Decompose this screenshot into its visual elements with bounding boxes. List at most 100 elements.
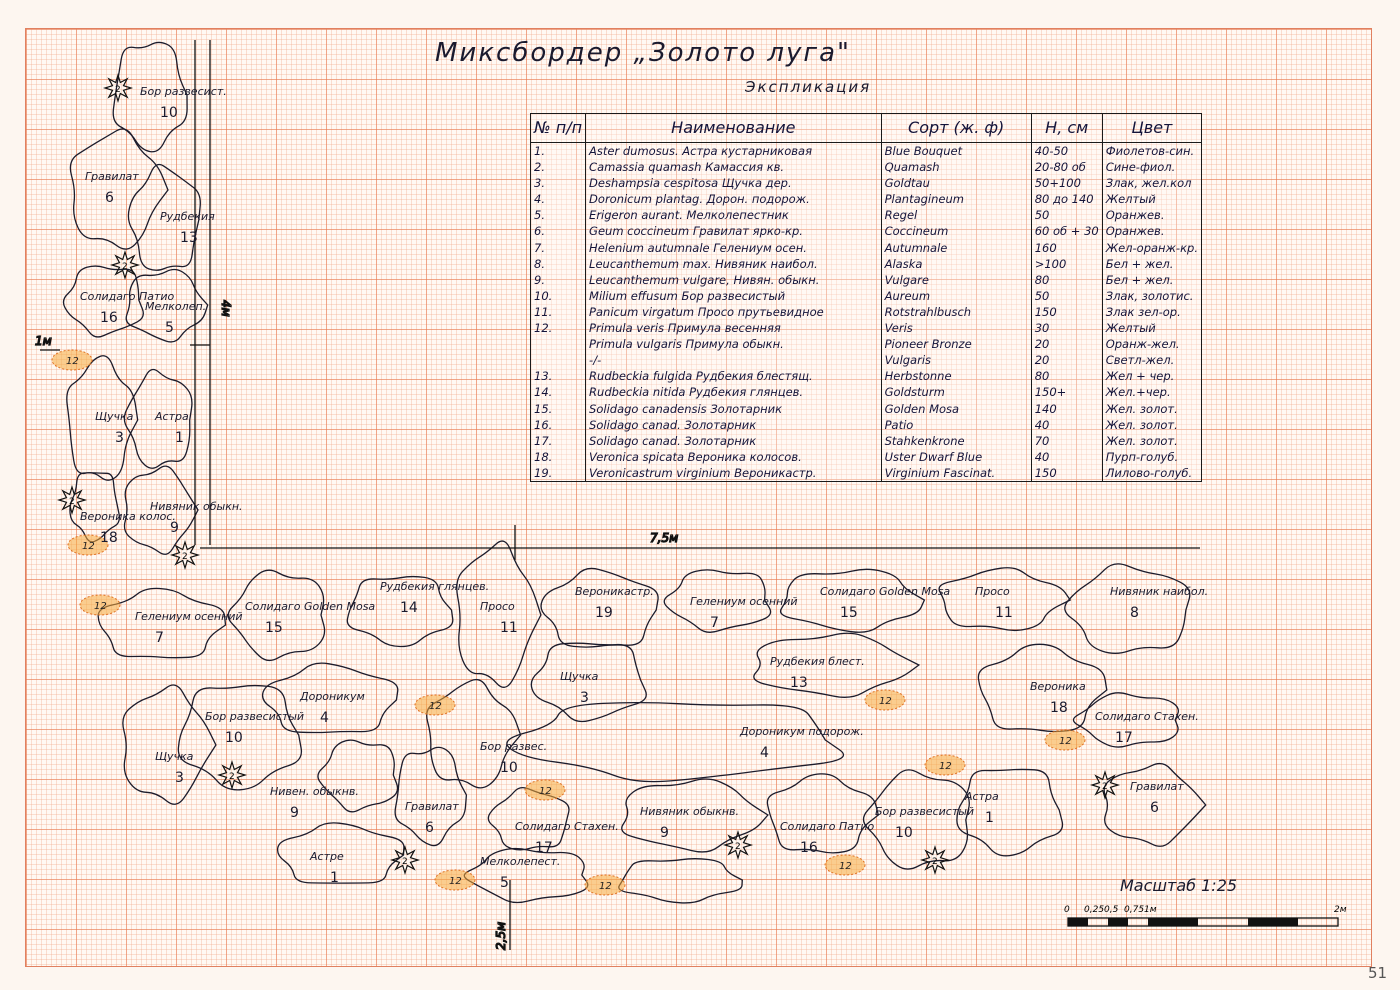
cell-num: 8. <box>529 255 587 272</box>
plant-group-outline <box>956 768 1064 857</box>
page-number: 51 <box>1368 964 1388 982</box>
svg-text:Щучка: Щучка <box>95 410 134 423</box>
plant-group-outline <box>123 465 199 555</box>
cell-height: 160 <box>1030 239 1103 256</box>
svg-text:Щучка: Щучка <box>560 670 599 683</box>
cell-name: Solidago canadensis Золотарник <box>585 400 882 417</box>
plant-label: Солидаго Патио 16 <box>80 290 175 326</box>
cell-num: 9. <box>529 271 587 288</box>
plant-label: Мелколепест.5 <box>480 855 560 891</box>
plant-label: Нивяник обыкн.9 <box>150 500 243 536</box>
header-variety: Сорт (ж. ф) <box>880 113 1032 143</box>
table-row: Primula vulgaris Примула обыкн.Pioneer B… <box>529 336 1203 353</box>
svg-text:Астра: Астра <box>154 410 189 423</box>
svg-text:12: 12 <box>539 786 552 797</box>
svg-text:Солидаго Стахен.: Солидаго Стахен. <box>515 820 619 833</box>
cell-color: Злак, жел.кол <box>1101 175 1203 192</box>
svg-text:Солидаго Патио: Солидаго Патио <box>80 290 175 303</box>
svg-text:17: 17 <box>535 840 553 856</box>
camassia-marker: 2 <box>919 844 951 876</box>
svg-text:Бор развесистый: Бор развесистый <box>875 805 974 818</box>
cell-variety: Regel <box>880 207 1032 224</box>
svg-text:2: 2 <box>735 842 741 852</box>
cell-height: 20 <box>1030 352 1103 369</box>
scale-bar-segment <box>1108 918 1128 926</box>
cell-num: 12. <box>529 320 587 337</box>
cell-variety: Aureum <box>880 287 1032 304</box>
plant-group-outline <box>261 662 399 734</box>
svg-text:5: 5 <box>500 875 509 891</box>
cell-height: 40-50 <box>1030 142 1103 160</box>
svg-text:2: 2 <box>115 85 121 95</box>
svg-text:Рудбекия глянцев.: Рудбекия глянцев. <box>380 580 489 593</box>
svg-text:13: 13 <box>790 675 808 691</box>
svg-text:Дороникум подорож.: Дороникум подорож. <box>739 725 864 738</box>
svg-text:Рудбекия: Рудбекия <box>160 210 215 223</box>
plant-group-outline <box>112 41 188 153</box>
dimension-height-label: 4м <box>219 300 233 317</box>
svg-text:12: 12 <box>66 356 79 367</box>
plant-label: Нивяник обыкнв.9 <box>640 805 739 841</box>
cell-height: 150 <box>1030 464 1103 482</box>
svg-text:9: 9 <box>660 825 669 841</box>
plant-group-outline <box>227 569 326 662</box>
plant-group-outline <box>97 587 227 659</box>
cell-color: Жел-оранж-кр. <box>1101 239 1203 256</box>
svg-text:3: 3 <box>580 690 589 706</box>
plant-group-outline <box>753 632 921 698</box>
svg-text:Гелениум осенний: Гелениум осенний <box>135 610 243 623</box>
svg-text:Дороникум: Дороникум <box>299 690 365 703</box>
plant-label: Нивяник наибол.8 <box>1110 585 1208 621</box>
svg-text:16: 16 <box>100 310 118 326</box>
svg-text:Астре: Астре <box>309 850 344 863</box>
svg-text:1: 1 <box>985 810 994 826</box>
cell-variety: Autumnale <box>880 239 1032 256</box>
scale-tick-label: 0 <box>1064 905 1070 915</box>
svg-text:Бор развесистый: Бор развесистый <box>205 710 304 723</box>
cell-num: 1. <box>529 142 587 160</box>
cell-name: Doronicum plantag. Дорон. подорож. <box>585 191 882 208</box>
svg-text:12: 12 <box>94 601 107 612</box>
plant-group-outline <box>938 567 1072 632</box>
dimension-width-label: 7,5м <box>650 531 678 545</box>
plant-group-outline <box>125 268 209 343</box>
cell-variety: Vulgare <box>880 271 1032 288</box>
svg-text:16: 16 <box>800 840 818 856</box>
cell-name: Erigeron aurant. Мелколепестник <box>585 207 882 224</box>
plant-group-outline <box>779 568 926 633</box>
cell-name: Primula vulgaris Примула обыкн. <box>585 336 882 353</box>
svg-text:6: 6 <box>105 190 114 206</box>
cell-color: Жел.+чер. <box>1101 384 1203 401</box>
cell-height: 40 <box>1030 416 1103 433</box>
plant-group-outline <box>66 355 139 481</box>
camassia-marker: 2 <box>109 249 141 281</box>
cell-variety: Alaska <box>880 255 1032 272</box>
cell-variety: Uster Dwarf Blue <box>880 448 1032 465</box>
primula-marker: 12 <box>824 854 866 876</box>
plant-group-outline <box>426 678 522 789</box>
svg-text:2: 2 <box>69 497 75 507</box>
cell-name: Aster dumosus. Астра кустарниковая <box>585 142 882 160</box>
cell-num: 15. <box>529 400 587 417</box>
svg-text:2: 2 <box>402 857 408 867</box>
table-row: 19.Veronicastrum virginium Вероникастр.V… <box>529 464 1203 482</box>
scale-tick-label: 0,5 <box>1104 905 1119 915</box>
cell-color: Злак, золотис. <box>1101 287 1203 304</box>
plant-label: Бор развесист.10 <box>140 85 227 121</box>
plant-label: Дороникум подорож.4 <box>739 725 864 761</box>
table-row: 7.Helenium autumnale Гелениум осен.Autum… <box>529 239 1203 256</box>
cell-height: 50+100 <box>1030 175 1103 192</box>
cell-num: 14. <box>529 384 587 401</box>
cell-num: 4. <box>529 191 587 208</box>
cell-height: 20 <box>1030 336 1103 353</box>
cell-name: Primula veris Примула весенняя <box>585 320 882 337</box>
